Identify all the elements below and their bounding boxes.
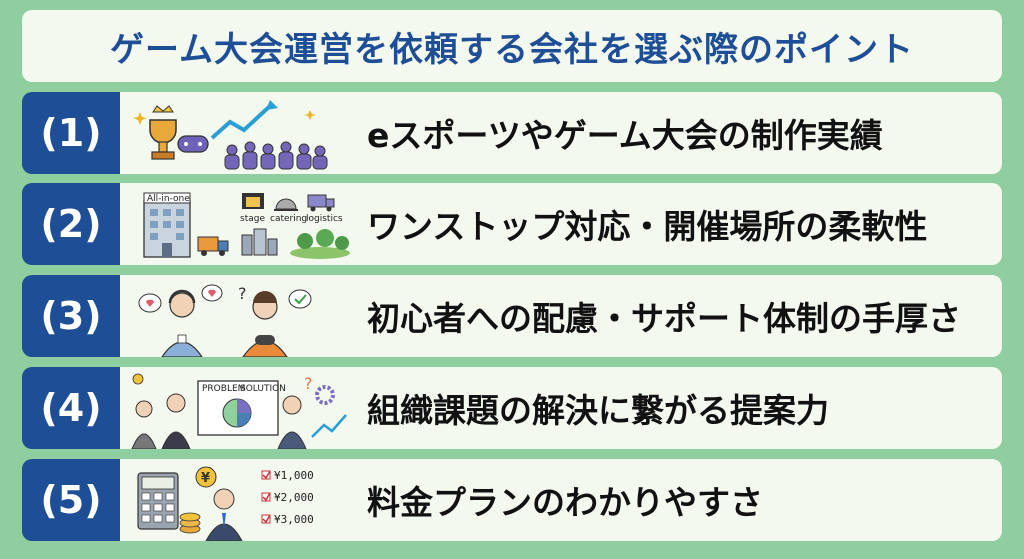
stage-label: stage bbox=[240, 214, 265, 224]
point-number: (4) bbox=[40, 386, 102, 430]
trophy-icon bbox=[149, 105, 177, 160]
question-mark-icon: ? bbox=[238, 284, 247, 303]
point-number: (1) bbox=[40, 111, 102, 155]
point-number: (3) bbox=[40, 294, 102, 338]
check-bubble-icon bbox=[288, 289, 312, 309]
point-content: ? 初心者への配慮・サポート体制の手厚さ bbox=[120, 275, 1002, 357]
presentation-illustration: PROBLEM SOLUTION ? bbox=[120, 367, 355, 449]
park-icon bbox=[290, 229, 350, 259]
lightbulb-icon bbox=[132, 373, 144, 385]
catering-icon bbox=[274, 198, 298, 211]
point-text: 料金プランのわかりやすさ bbox=[367, 483, 763, 522]
whiteboard-icon: PROBLEM SOLUTION bbox=[197, 380, 286, 436]
point-number-box: (4) bbox=[22, 367, 120, 449]
city-icon bbox=[241, 228, 278, 256]
point-row-3: (3) ? bbox=[22, 275, 1002, 357]
growth-arrow-icon bbox=[311, 414, 347, 438]
presenter-icon bbox=[161, 393, 191, 449]
point-row-2: (2) All-in-one bbox=[22, 183, 1002, 265]
title-banner: ゲーム大会運営を依頼する会社を選ぶ際のポイント bbox=[22, 10, 1002, 82]
problem-label: PROBLEM bbox=[202, 384, 245, 394]
gamepad-icon bbox=[177, 135, 209, 153]
checklist-icon: ¥1,000 ¥2,000 ¥3,000 bbox=[261, 469, 314, 526]
businessman-icon bbox=[205, 488, 243, 541]
price-item: ¥1,000 bbox=[274, 469, 314, 482]
catering-label: catering bbox=[270, 214, 307, 224]
gear-icon bbox=[315, 385, 335, 405]
staff-person-icon bbox=[161, 289, 203, 357]
pricing-illustration: ¥ ¥1,000 ¥2,000 ¥3,000 bbox=[120, 459, 355, 541]
rising-arrow-icon bbox=[210, 100, 278, 140]
solution-label: SOLUTION bbox=[240, 384, 286, 394]
point-number-box: (2) bbox=[22, 183, 120, 265]
point-row-1: (1) bbox=[22, 92, 1002, 174]
sparkle-icon bbox=[133, 110, 316, 125]
logistics-truck-icon bbox=[307, 194, 335, 212]
price-item: ¥2,000 bbox=[274, 491, 314, 504]
point-number-box: (5) bbox=[22, 459, 120, 541]
support-staff-illustration: ? bbox=[120, 275, 355, 357]
trophy-gamepad-illustration bbox=[120, 92, 355, 174]
businesswoman-icon bbox=[131, 400, 157, 449]
logistics-label: logistics bbox=[306, 214, 343, 224]
heart-bubble-icon bbox=[201, 284, 223, 302]
point-content: eスポーツやゲーム大会の制作実績 bbox=[120, 92, 1002, 174]
point-text: 組織課題の解決に繋がる提案力 bbox=[367, 391, 829, 430]
point-number-box: (1) bbox=[22, 92, 120, 174]
point-number: (5) bbox=[40, 478, 102, 522]
point-row-4: (4) PROBLEM SOLUTION bbox=[22, 367, 1002, 449]
player-person-icon bbox=[242, 291, 288, 357]
page-title: ゲーム大会運営を依頼する会社を選ぶ際のポイント bbox=[110, 29, 914, 70]
point-text: eスポーツやゲーム大会の制作実績 bbox=[367, 116, 883, 155]
point-content: PROBLEM SOLUTION ? 組織課題の解決 bbox=[120, 367, 1002, 449]
point-row-5: (5) bbox=[22, 459, 1002, 541]
calculator-icon bbox=[137, 472, 179, 530]
one-stop-illustration: All-in-one stage bbox=[120, 183, 355, 265]
point-content: ¥ ¥1,000 ¥2,000 ¥3,000 bbox=[120, 459, 1002, 541]
building-icon: All-in-one bbox=[143, 192, 191, 258]
stage-icon bbox=[242, 193, 264, 209]
point-text: 初心者への配慮・サポート体制の手厚さ bbox=[367, 299, 961, 338]
heart-bubble-icon bbox=[138, 293, 162, 313]
point-text: ワンストップ対応・開催場所の柔軟性 bbox=[367, 207, 928, 246]
price-item: ¥3,000 bbox=[274, 513, 314, 526]
point-number: (2) bbox=[40, 202, 102, 246]
yen-coin-icon: ¥ bbox=[195, 466, 217, 488]
all-in-one-label: All-in-one bbox=[147, 194, 190, 204]
point-number-box: (3) bbox=[22, 275, 120, 357]
point-content: All-in-one stage bbox=[120, 183, 1002, 265]
manager-icon bbox=[277, 395, 307, 449]
audience-icon bbox=[224, 141, 328, 170]
question-mark-icon: ? bbox=[304, 374, 313, 393]
yen-symbol: ¥ bbox=[201, 471, 210, 486]
truck-icon bbox=[197, 236, 229, 256]
coin-stack-icon bbox=[179, 512, 201, 534]
